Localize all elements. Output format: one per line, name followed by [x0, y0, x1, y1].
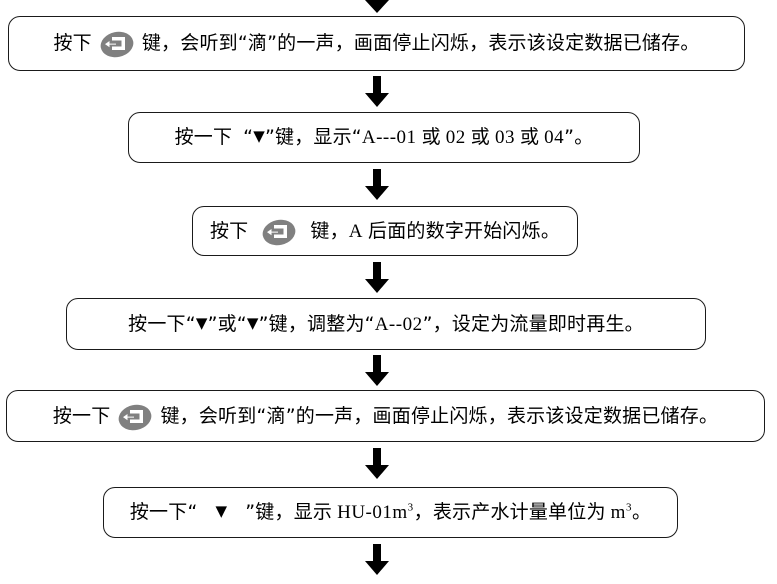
step-box-4: 按一下“ ▼ ”或“ ▼ ”键，调整为“ A--02 ”，设定为流量即时再生。 [66, 298, 706, 350]
step-3-segment-0: 按下 [209, 219, 249, 242]
step-box-6: 按一下“ ▼ ”键，显示 HU-01m 3 ，表示产水计量单位为 m 3 。 [103, 487, 678, 538]
connector-arrow-bottom-partial [364, 544, 390, 584]
step-4-segment-6: ”，设定为流量即时再生。 [422, 312, 644, 335]
enter-key-icon [118, 404, 152, 431]
step-6-segment-3: HU-01m [337, 502, 408, 523]
step-5-text: 按一下 键，会听到“滴”的一声，画面停止闪烁，表示该设定数据已储存。 [53, 403, 718, 430]
connector-arrow-5-6 [364, 448, 390, 480]
step-6-segment-6: m [610, 502, 626, 523]
step-2-segment-7: 或 [470, 126, 490, 148]
step-3-segment-2: 键， [310, 219, 349, 242]
step-2-segment-5: 或 [421, 126, 441, 148]
step-3-segment-4: 后面的数字开始闪烁。 [368, 219, 561, 242]
step-2-text: 按一下 “ ▼ ”键，显示“ A---01 或 02 或 03 或 04 ”。 [174, 126, 594, 148]
step-box-5: 按一下 键，会听到“滴”的一声，画面停止闪烁，表示该设定数据已储存。 [6, 390, 765, 442]
step-2-segment-1: “ [243, 126, 254, 148]
step-2-segment-3: ”键，显示“ [264, 126, 362, 148]
step-6-superscript-1: 3 [407, 501, 414, 514]
step-6-segment-2: ”键，显示 [245, 501, 333, 523]
connector-arrow-1-2 [364, 76, 390, 108]
step-4-segment-4: ”键，调整为“ [258, 312, 375, 335]
step-2-segment-6: 02 [445, 127, 466, 148]
step-box-1: 按下 键，会听到“滴”的一声，画面停止闪烁，表示该设定数据已储存。 [8, 16, 745, 71]
step-2-segment-4: A---01 [361, 127, 417, 148]
down-triangle-icon: ▼ [215, 502, 228, 520]
step-4-segment-5: A--02 [374, 313, 423, 335]
step-3-text: 按下 键， A 后面的数字开始闪烁。 [210, 218, 560, 245]
down-triangle-icon: ▼ [195, 313, 208, 332]
connector-arrow-top-partial [364, 0, 390, 14]
step-4-segment-0: 按一下“ [128, 312, 196, 335]
step-1-text: 按下 键，会听到“滴”的一声，画面停止闪烁，表示该设定数据已储存。 [53, 30, 700, 58]
step-3-segment-3: A [348, 220, 364, 242]
step-6-segment-5: ，表示产水计量单位为 [413, 501, 606, 523]
step-box-3: 按下 键， A 后面的数字开始闪烁。 [192, 206, 578, 256]
step-6-text: 按一下“ ▼ ”键，显示 HU-01m 3 ，表示产水计量单位为 m 3 。 [129, 501, 652, 523]
step-5-segment-0: 按一下 [52, 404, 111, 427]
step-5-segment-2: 键，会听到“滴”的一声，画面停止闪烁，表示该设定数据已储存。 [160, 404, 719, 427]
connector-arrow-4-5 [364, 355, 390, 387]
step-2-segment-11: ”。 [564, 126, 594, 148]
enter-key-icon [100, 31, 134, 58]
step-2-segment-9: 或 [519, 126, 540, 148]
step-2-segment-10: 04 [544, 127, 565, 148]
enter-key-icon [262, 219, 296, 246]
step-box-2: 按一下 “ ▼ ”键，显示“ A---01 或 02 或 03 或 04 ”。 [128, 112, 640, 163]
down-triangle-icon: ▼ [246, 313, 259, 332]
connector-arrow-2-3 [364, 169, 390, 201]
step-2-segment-8: 03 [494, 127, 515, 148]
step-4-segment-2: ”或“ [207, 312, 247, 335]
step-1-segment-2: 键，会听到“滴”的一声，画面停止闪烁，表示该设定数据已储存。 [141, 32, 700, 54]
step-6-segment-0: 按一下“ [129, 501, 198, 523]
down-triangle-icon: ▼ [253, 127, 265, 145]
step-6-segment-8: 。 [631, 501, 652, 523]
step-1-segment-0: 按下 [53, 32, 92, 54]
connector-arrow-3-4 [364, 262, 390, 294]
step-6-superscript-2: 3 [625, 501, 632, 514]
step-4-text: 按一下“ ▼ ”或“ ▼ ”键，调整为“ A--02 ”，设定为流量即时再生。 [128, 312, 644, 335]
step-2-segment-0: 按一下 [174, 126, 233, 148]
